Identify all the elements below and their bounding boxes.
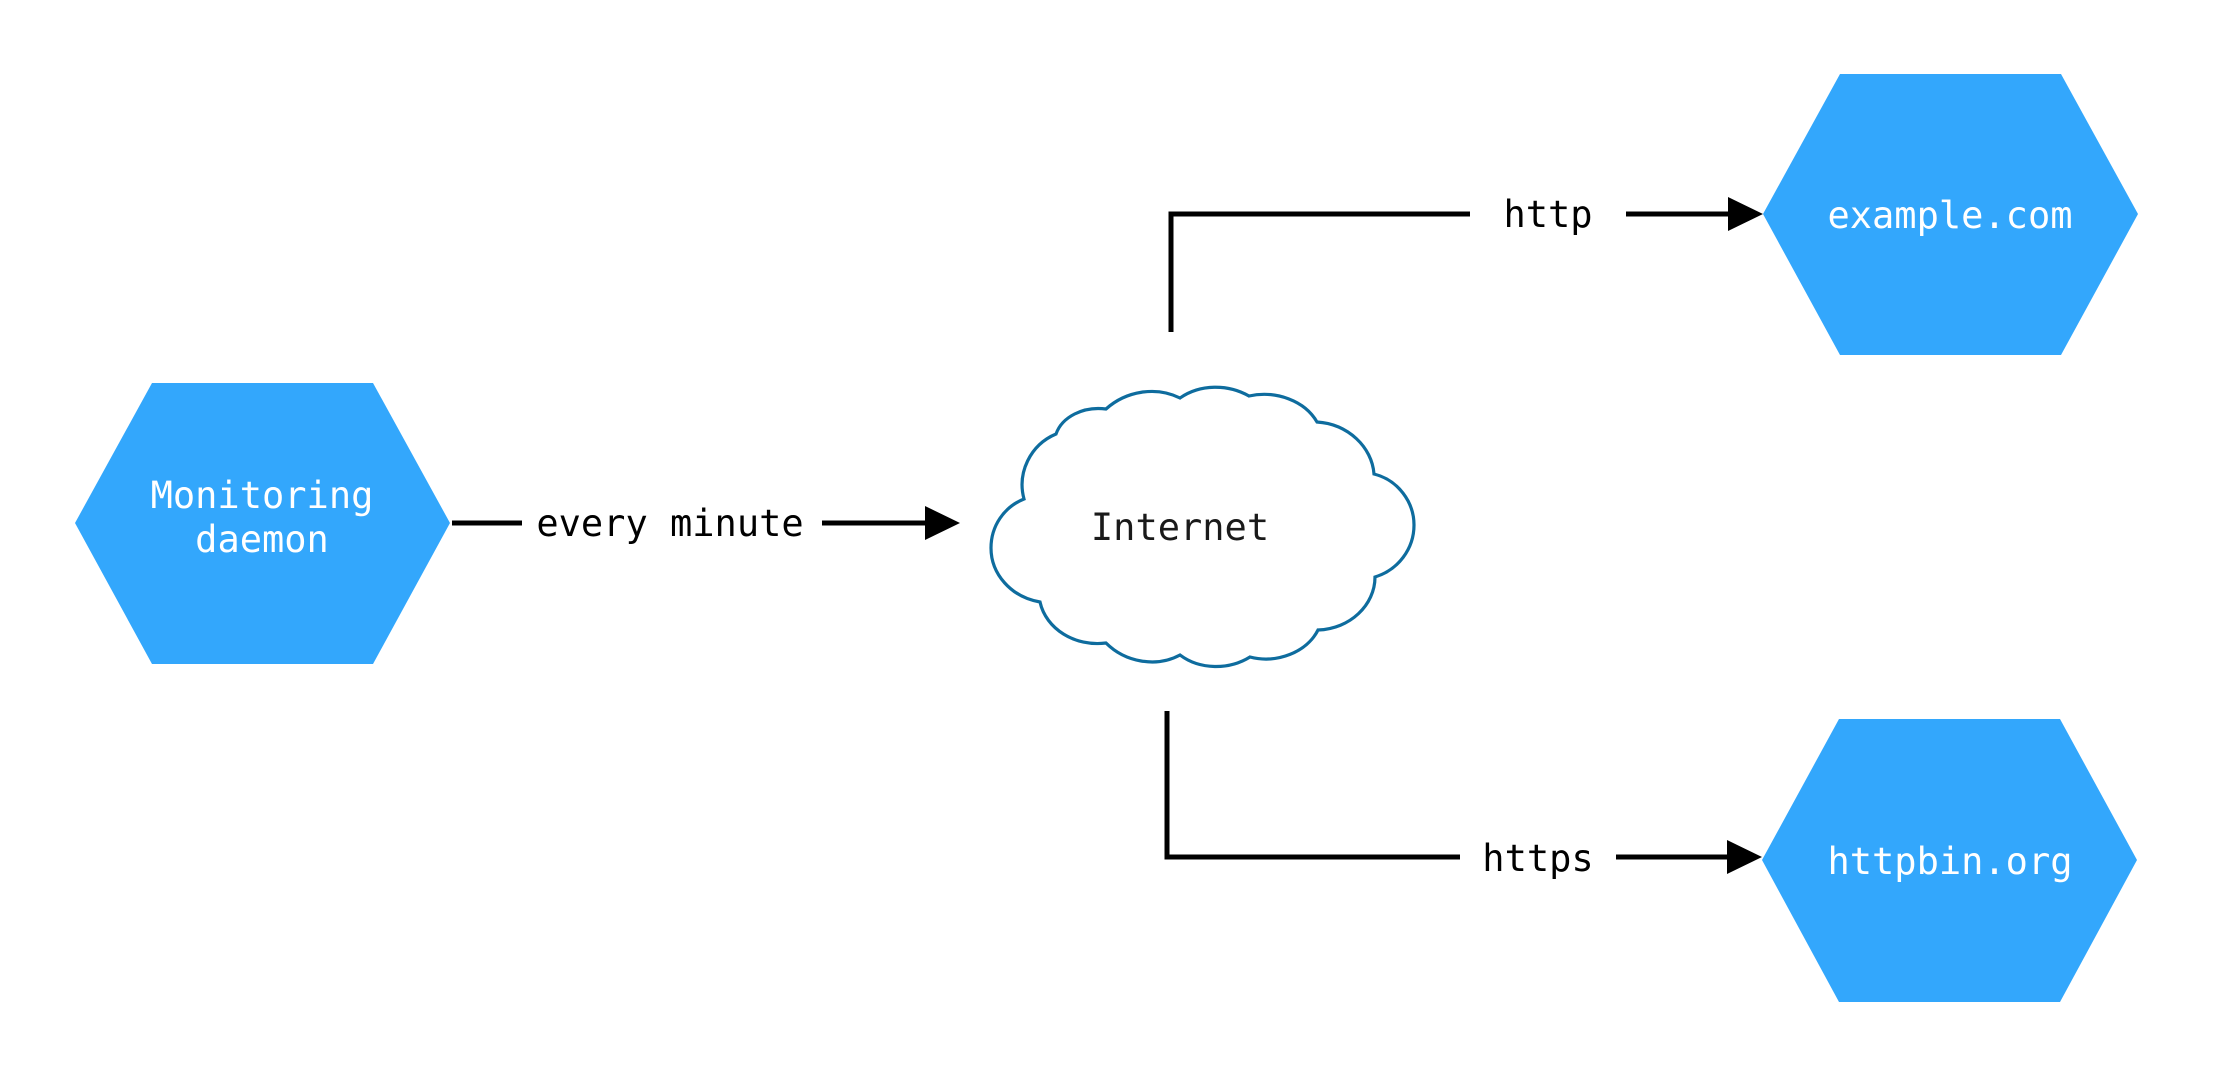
edge-label-every-minute: every minute [536,502,803,545]
node-label-line1: Internet [1091,506,1269,549]
hexagon-shape [1762,719,2137,1002]
node-label-line1: httpbin.org [1827,840,2072,883]
edge-label-https: https [1482,837,1593,880]
edge-line-elbow-upper [1168,211,1470,332]
hexagon-shape [75,383,450,664]
node-label-line1: Monitoring [151,474,374,517]
node-example-com[interactable]: example.com [1763,74,2138,355]
arrowhead-icon [925,506,960,540]
node-internet[interactable]: Internet [989,385,1416,669]
edge-line-elbow-lower [1164,711,1460,860]
edge-daemon-to-internet[interactable]: every minute [452,502,960,545]
edge-internet-to-example[interactable]: http [1168,193,1763,332]
node-monitoring-daemon[interactable]: Monitoring daemon [75,383,450,664]
edge-label-http: http [1503,193,1592,236]
node-label-line2: daemon [195,518,329,561]
node-httpbin-org[interactable]: httpbin.org [1762,719,2137,1002]
arrowhead-icon [1728,197,1763,231]
arrowhead-icon [1727,840,1762,874]
node-label-line1: example.com [1827,194,2072,237]
edge-internet-to-httpbin[interactable]: https [1164,711,1762,880]
hexagon-shape [1763,74,2138,355]
cloud-shape [989,385,1416,669]
